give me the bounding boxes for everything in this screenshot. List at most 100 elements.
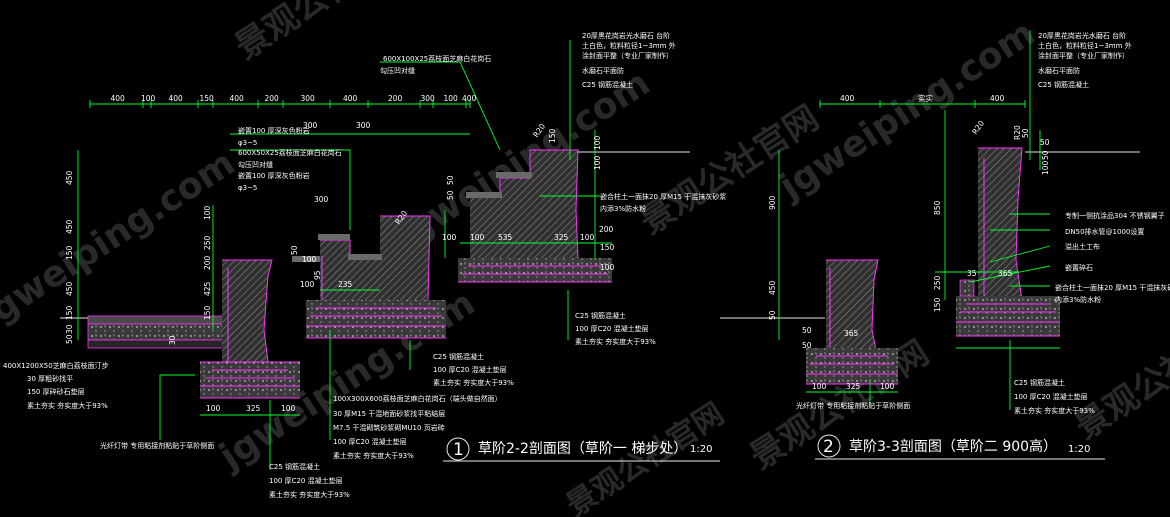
dim-bottom-0: 100 xyxy=(206,404,221,413)
section-3-3 xyxy=(720,30,1140,410)
r-note-side-1: DN50排水管@1000设置 xyxy=(1065,227,1144,236)
note-stair-0: 100X300X600荔枝面芝麻白花岗石（端头做自然面） xyxy=(333,394,502,403)
r-dim-top-1: 实实 xyxy=(918,93,933,103)
note-center-1: 100 厚C20 混凝土垫层 xyxy=(433,365,507,374)
dim-top-8: 200 xyxy=(388,94,403,103)
note-bottom-0: C25 钢筋混凝土 xyxy=(269,462,320,471)
dim-v-16: 100 xyxy=(302,255,317,264)
dim-v-12: 150 xyxy=(600,243,615,252)
r-note-side-0: 专制一侧抗涂品304 不锈钢翼子 xyxy=(1065,211,1165,220)
r-note-side-5: 内添3%防水粉 xyxy=(1055,295,1101,304)
dim-v-13: 100 xyxy=(593,155,602,170)
dim-top-7: 400 xyxy=(343,94,358,103)
r-dim-v-6: 50 xyxy=(1021,128,1030,138)
dim-top-10: 100 xyxy=(444,94,459,103)
note-left-3: 素土夯实 夯实度大于93% xyxy=(27,401,108,410)
dim-left-6: 50 xyxy=(65,334,74,344)
dim-bottom-7: 100 xyxy=(580,233,595,242)
dim-v-9: 50 xyxy=(446,175,455,185)
dim-top-6: 300 xyxy=(301,94,316,103)
dim-left-4: 150 xyxy=(65,305,74,320)
dim-v-10: 100 xyxy=(442,233,457,242)
dim-v-1: 250 xyxy=(203,235,212,250)
r-note-side-3: 嵌置碎石 xyxy=(1065,263,1093,272)
dim-v-7: 95 xyxy=(313,270,322,280)
dim-v-17: 150 xyxy=(548,128,557,143)
dim-bottom-4: 235 xyxy=(338,280,353,289)
dim-v-6: 50 xyxy=(290,245,299,255)
r-note-top-4: C25 钢筋混凝土 xyxy=(1038,80,1089,89)
note-stair-1: 30 厚M15 干混地面砂浆找平粘结层 xyxy=(333,409,445,418)
section-2-2 xyxy=(60,40,690,470)
note-stair-3: 100 厚C20 混凝土垫层 xyxy=(333,437,407,446)
note-left-0: 400X1200X50芝麻白荔枝面汀步 xyxy=(3,361,109,370)
r-note-top-2: 涂封面平整（专业厂家制作） xyxy=(1038,51,1129,60)
dim-left-2: 150 xyxy=(65,245,74,260)
note-top-3: 土白色，粒料粒径1~3mm 外 xyxy=(582,41,676,50)
r-dim-v-0: 850 xyxy=(933,200,942,215)
dim-v-5: 30 xyxy=(168,335,177,345)
r-note-side-4: 嵌合柱土一面抹20 厚M15 干混抹灰砂浆 xyxy=(1055,283,1170,292)
dim-bottom-1: 325 xyxy=(246,404,261,413)
dim-top-3: 150 xyxy=(200,94,215,103)
dim-top-1: 100 xyxy=(141,94,156,103)
dim-left-5: 30 xyxy=(65,324,74,334)
dim-top2-0: 300 xyxy=(303,121,318,130)
dim-v-4: 150 xyxy=(203,305,212,320)
r-note-bottom-0: C25 钢筋混凝土 xyxy=(1014,378,1065,387)
scale-left: 1:20 xyxy=(690,444,712,455)
dim-v-14: 100 xyxy=(593,135,602,150)
note-stair-2: M7.5 干混砌筑砂浆砌MU10 页岩砖 xyxy=(333,423,445,432)
scale-right: 1:20 xyxy=(1068,444,1090,455)
note-lr-1: 100 厚C20 混凝土垫层 xyxy=(575,324,649,333)
section-3-3-text: 400 实实 400 900 450 50 50 50 850 250 150 … xyxy=(768,31,1170,460)
r-dim-mid-0: 35 xyxy=(967,269,977,278)
dim-top-0: 400 xyxy=(111,94,126,103)
r-dim-v-2: 150 xyxy=(933,297,942,312)
note-top-5: 水磨石平面防 xyxy=(582,66,624,75)
note-mid-3: 勾压凹对缝 xyxy=(238,160,273,169)
dim-left-3: 450 xyxy=(65,281,74,296)
r-dim-left-1: 450 xyxy=(768,280,777,295)
note-center-2: 素土夯实 夯实度大于93% xyxy=(433,378,514,387)
dim-bottom-5: 535 xyxy=(498,233,513,242)
note-mid-5: φ3~5 xyxy=(238,184,257,192)
dim-top-5: 200 xyxy=(265,94,280,103)
dim-v-2: 200 xyxy=(203,255,212,270)
note-right-0: 嵌合柱土一面抹20 厚M15 干混抹灰砂浆 xyxy=(600,192,726,201)
r-note-bottom-1: 100 厚C20 混凝土垫层 xyxy=(1014,392,1088,401)
note-left-1: 30 厚粗砂找平 xyxy=(27,374,73,383)
dim-bottom-6: 325 xyxy=(554,233,569,242)
r-dim-v-4: 100 xyxy=(1041,160,1050,175)
dim-top-11: 400 xyxy=(462,94,477,103)
dim-v-11: 200 xyxy=(599,225,614,234)
dim-top-9: 300 xyxy=(421,94,436,103)
note-mid-2: 600X50X25荔枝面芝麻白花岗石 xyxy=(238,148,342,157)
note-top-6: C25 钢筋混凝土 xyxy=(582,80,633,89)
r-dim-bottom-0: 100 xyxy=(812,382,827,391)
note-top-2: 20厚黑花岗岩光水磨石 台阶 xyxy=(582,31,670,40)
light-note-left: 光纤灯带 专用粘接剂粘贴于草阶侧面 xyxy=(100,441,214,450)
dim-top-4: 400 xyxy=(230,94,245,103)
dim-v-8: 50 xyxy=(446,190,455,200)
r-note-top-3: 水磨石平面防 xyxy=(1038,66,1080,75)
r-dim-mid-2: 365 xyxy=(844,329,859,338)
title-right: 草阶3-3剖面图（草阶二 900高） xyxy=(849,438,1057,455)
r-dim-top-0: 400 xyxy=(840,94,855,103)
r-dim-left-3: 50 xyxy=(802,326,812,335)
note-top-1: 勾压凹对缝 xyxy=(380,66,415,75)
dim-v-0: 100 xyxy=(203,205,212,220)
title-num-2: 2 xyxy=(823,437,834,457)
note-left-2: 150 厚碎砂石垫层 xyxy=(27,387,85,396)
note-stair-4: 素土夯实 夯实度大于93% xyxy=(333,451,414,460)
note-lr-2: 素土夯实 夯实度大于93% xyxy=(575,337,656,346)
r-r-label-1: R20 xyxy=(1013,125,1022,140)
dim-left-1: 450 xyxy=(65,219,74,234)
title-left: 草阶2-2剖面图（草阶一 梯步处） xyxy=(478,441,687,457)
dim-v-15: 100 xyxy=(600,263,615,272)
note-top-4: 涂封面平整（专业厂家制作） xyxy=(582,51,673,60)
light-note-right: 光纤灯带 专用粘接剂粘贴于草阶侧面 xyxy=(796,401,910,410)
r-dim-left-4: 50 xyxy=(802,341,812,350)
note-mid-0: 嵌置100 厚深灰色粉岩 xyxy=(238,126,310,135)
